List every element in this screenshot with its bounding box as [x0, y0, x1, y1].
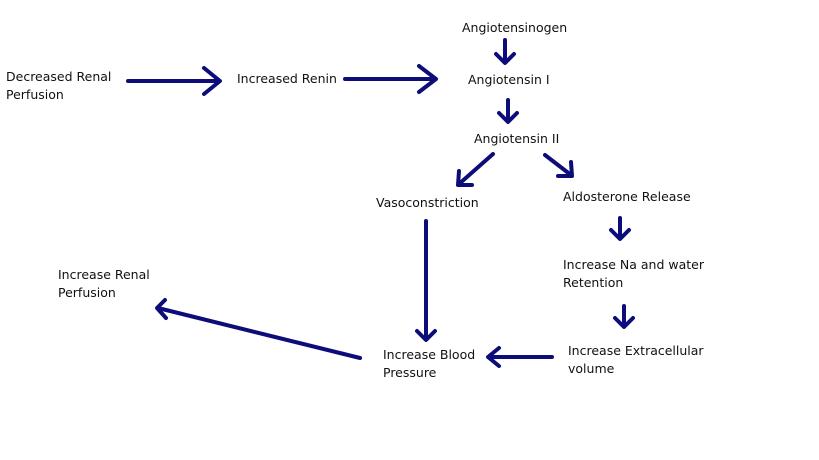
- node-label-line: Pressure: [383, 365, 437, 380]
- node-label-line: Increase Blood: [383, 347, 476, 362]
- node-label-line: Decreased Renal: [6, 69, 112, 84]
- node-aldosterone-release: Aldosterone Release: [563, 188, 691, 206]
- node-label-line: Angiotensinogen: [462, 20, 568, 35]
- node-label-line: Increase Extracellular: [568, 343, 704, 358]
- node-label-line: Aldosterone Release: [563, 189, 691, 204]
- node-increase-renal-perfusion: Increase Renal Perfusion: [58, 266, 150, 302]
- node-angiotensin-2: Angiotensin II: [474, 130, 559, 148]
- node-label-line: Angiotensin II: [474, 131, 560, 146]
- arrow-na-water-to-extracellular: [613, 304, 635, 329]
- node-label-line: Angiotensin I: [468, 72, 550, 87]
- node-label-line: volume: [568, 361, 615, 376]
- node-label-line: Perfusion: [58, 285, 116, 300]
- arrow-angiotensinogen-to-angiotensin-1: [494, 38, 516, 65]
- arrow-angiotensin-2-to-vasoconstriction: [456, 152, 495, 187]
- node-label-line: Increase Na and water: [563, 257, 704, 272]
- arrow-aldosterone-to-na-water: [609, 216, 631, 241]
- node-label-line: Increased Renin: [237, 71, 337, 86]
- node-increased-renin: Increased Renin: [237, 70, 337, 88]
- node-label-line: Retention: [563, 275, 624, 290]
- node-increase-blood-pressure: Increase Blood Pressure: [383, 346, 475, 382]
- node-angiotensinogen: Angiotensinogen: [462, 19, 567, 37]
- node-increase-extracellular-volume: Increase Extracellular volume: [568, 342, 704, 378]
- arrow-blood-pressure-to-renal-perfusion: [155, 298, 362, 360]
- arrow-decreased-perfusion-to-renin: [126, 66, 222, 96]
- node-label-line: Vasoconstriction: [376, 195, 479, 210]
- arrow-renin-to-angiotensin-1: [343, 64, 438, 94]
- node-increase-na-water-retention: Increase Na and water Retention: [563, 256, 704, 292]
- arrow-angiotensin-1-to-angiotensin-2: [497, 98, 519, 124]
- node-label-line: Increase Renal: [58, 267, 150, 282]
- arrow-vasoconstriction-to-blood-pressure: [415, 219, 437, 342]
- node-angiotensin-1: Angiotensin I: [468, 71, 550, 89]
- node-decreased-renal-perfusion: Decreased Renal Perfusion: [6, 68, 111, 104]
- node-label-line: Perfusion: [6, 87, 64, 102]
- arrow-extracellular-to-blood-pressure: [486, 346, 554, 368]
- arrow-angiotensin-2-to-aldosterone: [543, 153, 574, 178]
- node-vasoconstriction: Vasoconstriction: [376, 194, 479, 212]
